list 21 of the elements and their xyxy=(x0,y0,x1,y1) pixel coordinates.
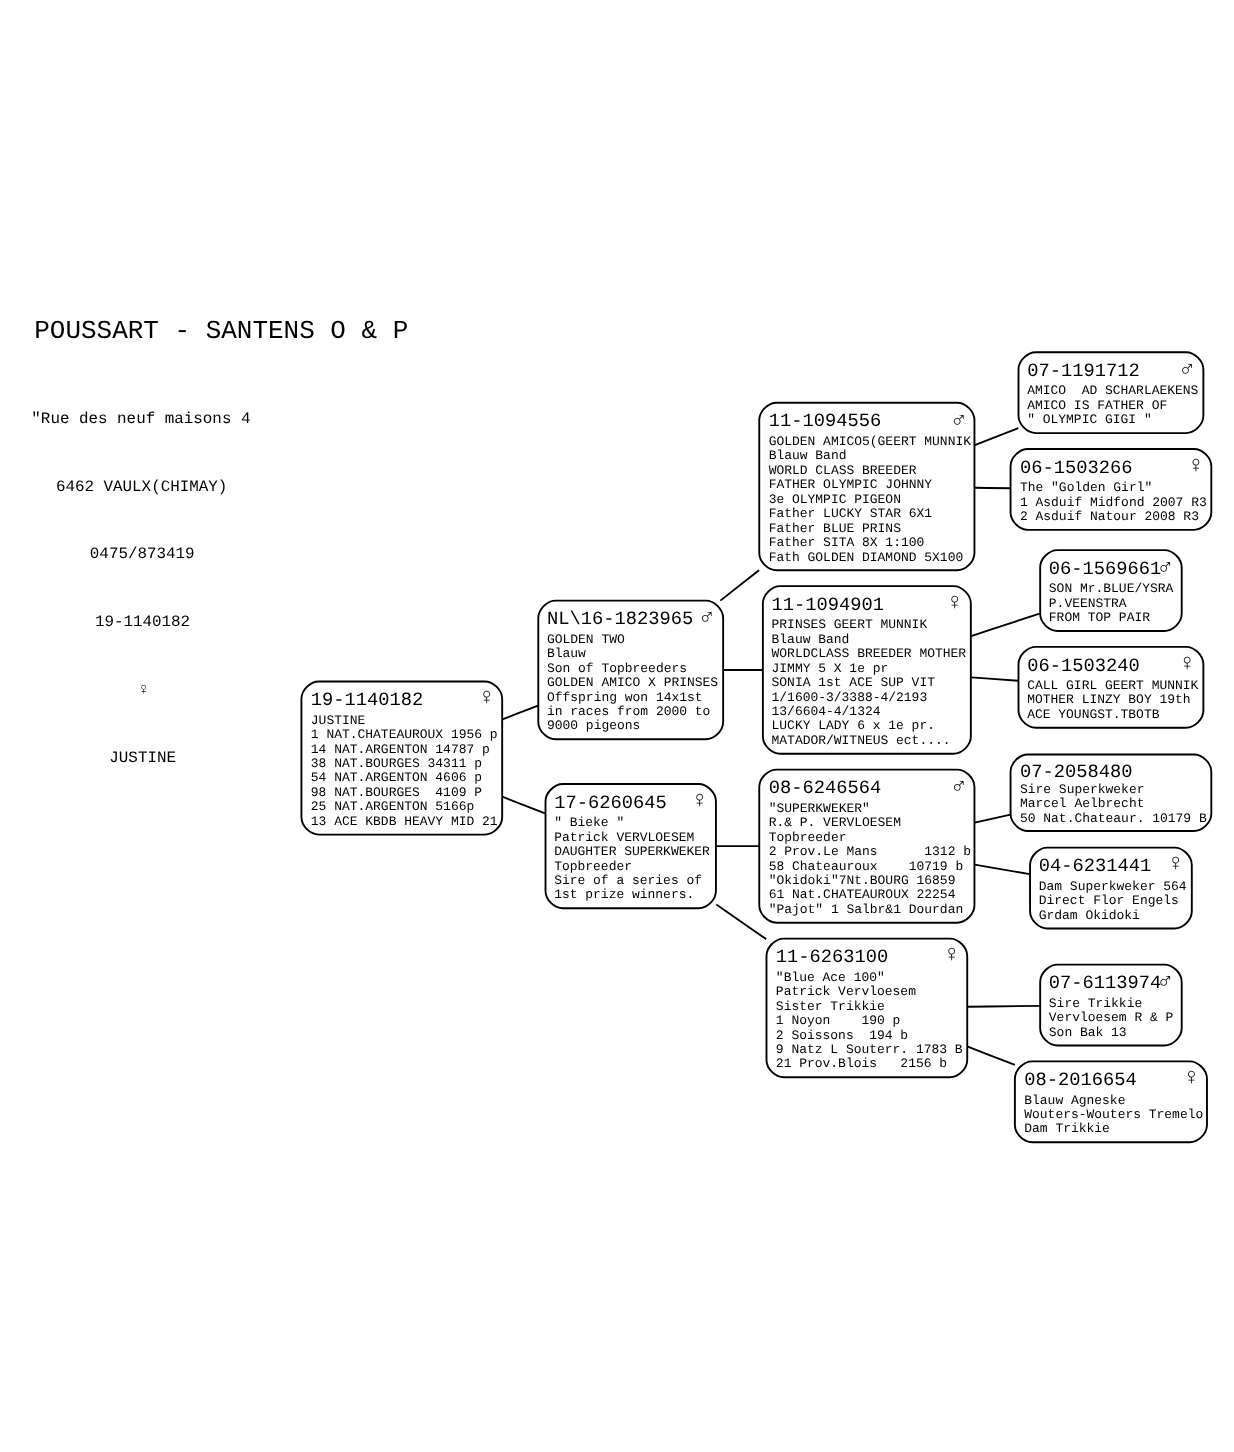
connector xyxy=(966,1044,1016,1065)
connector xyxy=(722,668,764,670)
diagram-title: POUSSART - SANTENS O & P xyxy=(34,315,409,346)
connector xyxy=(501,703,539,720)
connector xyxy=(970,675,1020,681)
connector xyxy=(966,1003,1041,1007)
label: 19-1140182 xyxy=(94,613,191,632)
label: ♀ xyxy=(138,681,149,700)
connector xyxy=(973,426,1020,445)
label: JUSTINE xyxy=(109,749,177,768)
connector xyxy=(973,862,1031,875)
label: "Rue des neuf maisons 4 xyxy=(31,409,251,428)
connector xyxy=(719,568,760,601)
connector xyxy=(973,812,1012,823)
connector xyxy=(970,611,1041,636)
connector xyxy=(715,844,760,847)
connector xyxy=(973,485,1012,489)
label: 6462 VAULX(CHIMAY) xyxy=(55,477,228,496)
connector xyxy=(715,902,768,940)
connector xyxy=(501,794,546,814)
label: 0475/873419 xyxy=(89,545,195,564)
